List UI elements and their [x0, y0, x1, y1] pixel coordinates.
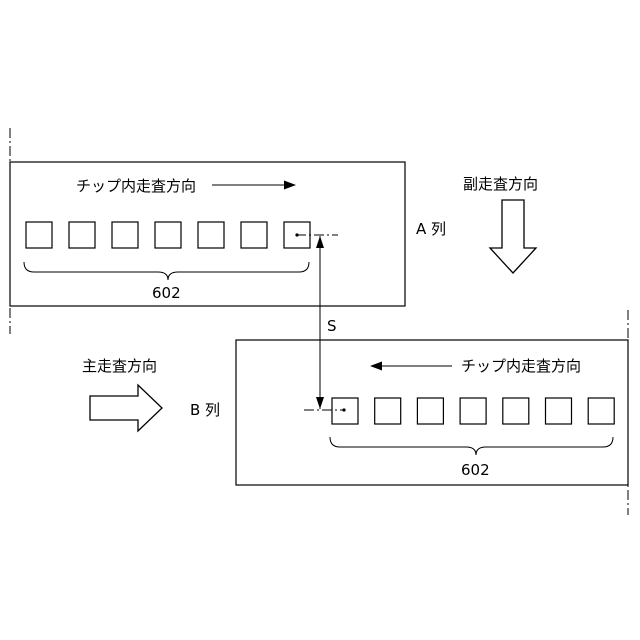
- row-b-reference-point: [342, 408, 345, 411]
- row-a-brace: [24, 262, 309, 280]
- spacing-label: S: [327, 317, 337, 335]
- row-a-reference-point: [295, 233, 298, 236]
- row-a-chip: [198, 222, 224, 248]
- row-a-label: A 列: [416, 220, 446, 238]
- row-a-chip: [241, 222, 267, 248]
- row-a-chip: [112, 222, 138, 248]
- row-b-brace: [330, 437, 613, 455]
- row-a-scan-arrow: [212, 181, 296, 190]
- row-a-chip: [26, 222, 52, 248]
- main-scan-arrow-icon: [90, 385, 162, 431]
- row-b-chip: [460, 398, 486, 424]
- row-b-chip: [546, 398, 572, 424]
- row-b-scan-arrow: [370, 362, 452, 371]
- row-a-scan-direction-label: チップ内走査方向: [76, 177, 196, 195]
- sub-scan-arrow-icon: [490, 200, 536, 273]
- row-b-reference-number: 602: [461, 461, 490, 479]
- row-a-chip: [69, 222, 95, 248]
- row-b-chip: [375, 398, 401, 424]
- sub-scan-direction-label: 副走査方向: [463, 175, 538, 193]
- row-a-chip: [155, 222, 181, 248]
- row-b-chip: [503, 398, 529, 424]
- row-a-reference-number: 602: [152, 284, 181, 302]
- row-a-chip-group: [26, 222, 310, 248]
- row-b-chip-group: [332, 398, 614, 424]
- row-b-scan-direction-label: チップ内走査方向: [461, 357, 581, 375]
- spacing-dimension: [316, 236, 324, 409]
- row-b-chip: [417, 398, 443, 424]
- row-b-chip: [588, 398, 614, 424]
- row-b-label: B 列: [190, 401, 220, 419]
- main-scan-direction-label: 主走査方向: [82, 357, 157, 375]
